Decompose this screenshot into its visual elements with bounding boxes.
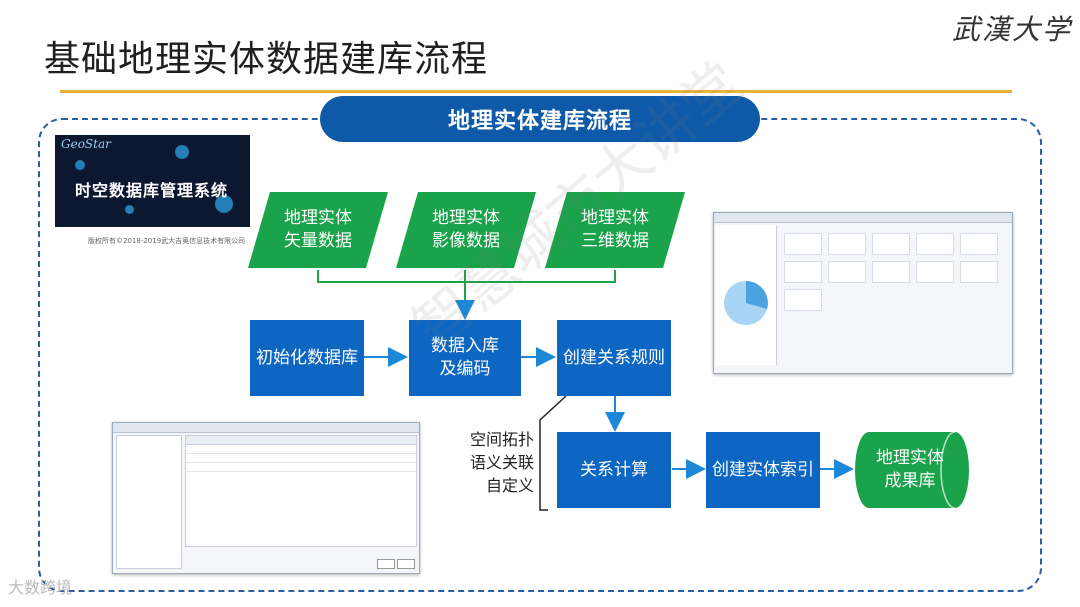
input-vector-data: 地理实体 矢量数据 xyxy=(248,192,388,268)
tile xyxy=(960,233,998,255)
tile xyxy=(784,261,822,283)
app-screenshot-right xyxy=(713,212,1013,374)
result-database-label: 地理实体 成果库 xyxy=(876,448,944,491)
app-screenshot-left xyxy=(112,422,420,574)
page-title: 基础地理实体数据建库流程 xyxy=(44,39,489,80)
splash-screenshot: GeoStar 时空数据库管理系统 xyxy=(55,135,250,227)
tile xyxy=(828,233,866,255)
box-create-entity-index: 创建实体索引 xyxy=(706,432,820,508)
input-image-data: 地理实体 影像数据 xyxy=(396,192,536,268)
side-note-line: 语义关联 xyxy=(470,453,535,473)
box-relation-compute: 关系计算 xyxy=(557,432,671,508)
box-create-relation-rule: 创建关系规则 xyxy=(557,320,671,396)
tree-panel xyxy=(116,435,182,569)
input-vector-label: 地理实体 矢量数据 xyxy=(284,208,352,251)
title-underline xyxy=(60,90,1012,93)
input-3d-label: 地理实体 三维数据 xyxy=(581,208,649,251)
corner-watermark: 大数跨境 xyxy=(8,578,73,597)
node-dot xyxy=(125,205,134,214)
tile xyxy=(784,289,822,311)
input-3d-data: 地理实体 三维数据 xyxy=(545,192,685,268)
node-dot xyxy=(175,145,189,159)
tile xyxy=(784,233,822,255)
ok-button[interactable] xyxy=(377,559,395,569)
tile xyxy=(872,233,910,255)
tile xyxy=(916,233,954,255)
input-image-label: 地理实体 影像数据 xyxy=(432,208,500,251)
pie-thumbnail xyxy=(724,281,768,325)
box-ingest-encode: 数据入库 及编码 xyxy=(409,320,521,396)
splash-copyright: 版权所有©2018-2019武大吉奥信息技术有限公司 xyxy=(88,237,246,245)
tile-grid xyxy=(784,233,1004,313)
result-database: 地理实体 成果库 xyxy=(855,432,971,508)
table-panel xyxy=(185,435,417,547)
university-logo: 武漢大学 xyxy=(952,13,1073,46)
tile xyxy=(916,261,954,283)
side-note-line: 空间拓扑 xyxy=(470,430,535,449)
window-titlebar xyxy=(714,213,1012,223)
side-note-line: 自定义 xyxy=(486,476,535,496)
window-titlebar xyxy=(113,423,419,433)
tile xyxy=(960,261,998,283)
tile xyxy=(828,261,866,283)
banner-pill: 地理实体建库流程 xyxy=(320,96,760,142)
left-panel xyxy=(716,225,777,365)
node-dot xyxy=(75,160,85,170)
cancel-button[interactable] xyxy=(397,559,415,569)
box-init-database: 初始化数据库 xyxy=(250,320,364,396)
node-dot xyxy=(215,195,233,213)
splash-brand: GeoStar xyxy=(61,137,111,151)
splash-product-name: 时空数据库管理系统 xyxy=(75,181,229,200)
tile xyxy=(872,261,910,283)
side-note: 空间拓扑 语义关联 自定义 xyxy=(470,428,534,498)
